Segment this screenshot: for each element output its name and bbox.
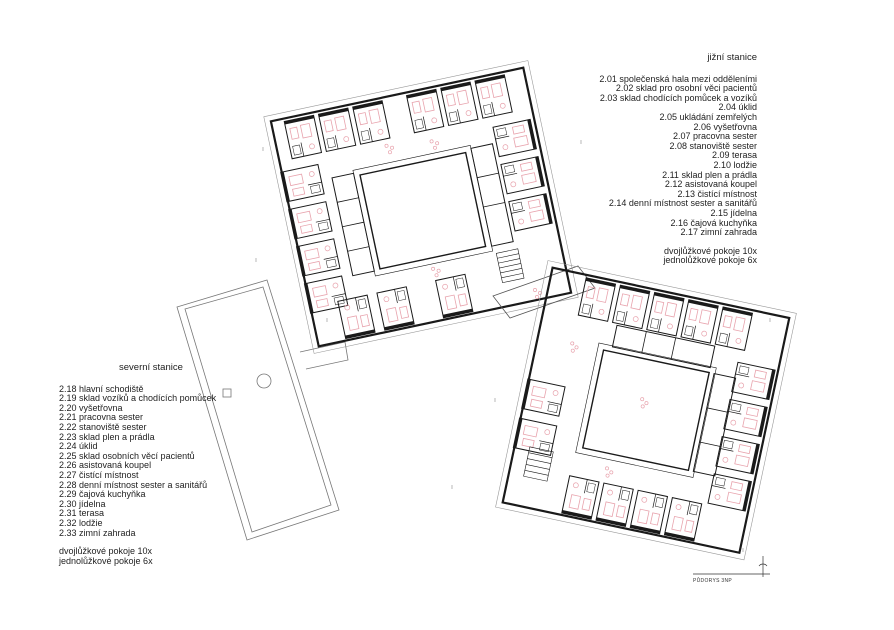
legend-item: 2.27 čistící místnost [59,469,139,480]
legend-item: 2.07 pracovna sester [672,131,757,142]
legend-item: 2.21 pracovna sester [59,412,144,423]
dimension-marks [255,140,771,552]
legend-item: 2.23 sklad plen a prádla [59,431,155,442]
room-count: dvojlůžkové pokoje 10x [663,245,757,256]
legend-item: 2.01 společenská hala mezi odděleními [599,73,757,84]
north-arrow-icon [693,556,770,577]
legend-item: 2.14 denní místnost sester a sanitářů [608,198,757,209]
north-legend-title: severní stanice [119,362,183,373]
legend-item: 2.15 jídelna [710,207,757,218]
legend-item: 2.10 lodžie [713,159,757,170]
legend-item: 2.32 lodžie [59,517,103,528]
legend-item: 2.19 sklad vozíků a chodících pomůcek [59,393,217,404]
north-station-block [263,60,579,354]
legend-item: 2.13 čistící místnost [677,188,757,199]
legend-item: 2.16 čajová kuchyňka [670,217,757,228]
legend-item: 2.26 asistovaná koupel [59,460,152,471]
legend-item: 2.20 vyšetřovna [59,402,123,413]
room-count: jednolůžkové pokoje 6x [663,255,757,266]
legend-item: 2.17 zimní zahrada [680,227,757,238]
legend-item: 2.28 denní místnost sester a sanitářů [59,479,208,490]
legend-item: 2.22 stanoviště sester [59,421,147,432]
legend-item: 2.33 zimní zahrada [59,527,136,538]
legend-item: 2.31 terasa [59,508,105,519]
legend-item: 2.09 terasa [711,150,757,161]
south-station-legend: jižní stanice 2.01 společenská hala mezi… [599,53,757,266]
room-count: jednolůžkové pokoje 6x [59,555,153,566]
legend-item: 2.30 jídelna [59,498,106,509]
roof-terrace [176,279,349,541]
legend-item: 2.05 ukládání zemřelých [659,111,757,122]
legend-item: 2.03 sklad chodících pomůcek a vozíků [599,92,757,103]
legend-item: 2.12 asistovaná koupel [664,179,757,190]
legend-item: 2.02 sklad pro osobní věci pacientů [615,83,757,94]
legend-item: 2.04 úklid [718,102,757,113]
north-station-legend: severní stanice 2.18 hlavní schodiště 2.… [59,363,216,566]
south-station-block [495,260,797,561]
legend-item: 2.25 sklad osobních věcí pacientů [59,450,195,461]
legend-item: 2.29 čajová kuchyňka [59,489,146,500]
legend-item: 2.24 úklid [59,441,98,452]
legend-item: 2.08 stanoviště sester [669,140,757,151]
legend-item: 2.18 hlavní schodiště [59,383,144,394]
room-count: dvojlůžkové pokoje 10x [59,546,153,557]
drawing-caption: PŮDORYS 3NP [693,578,733,584]
legend-item: 2.06 vyšetřovna [693,121,757,132]
legend-item: 2.11 sklad plen a prádla [662,169,757,180]
south-legend-title: jižní stanice [707,52,757,63]
